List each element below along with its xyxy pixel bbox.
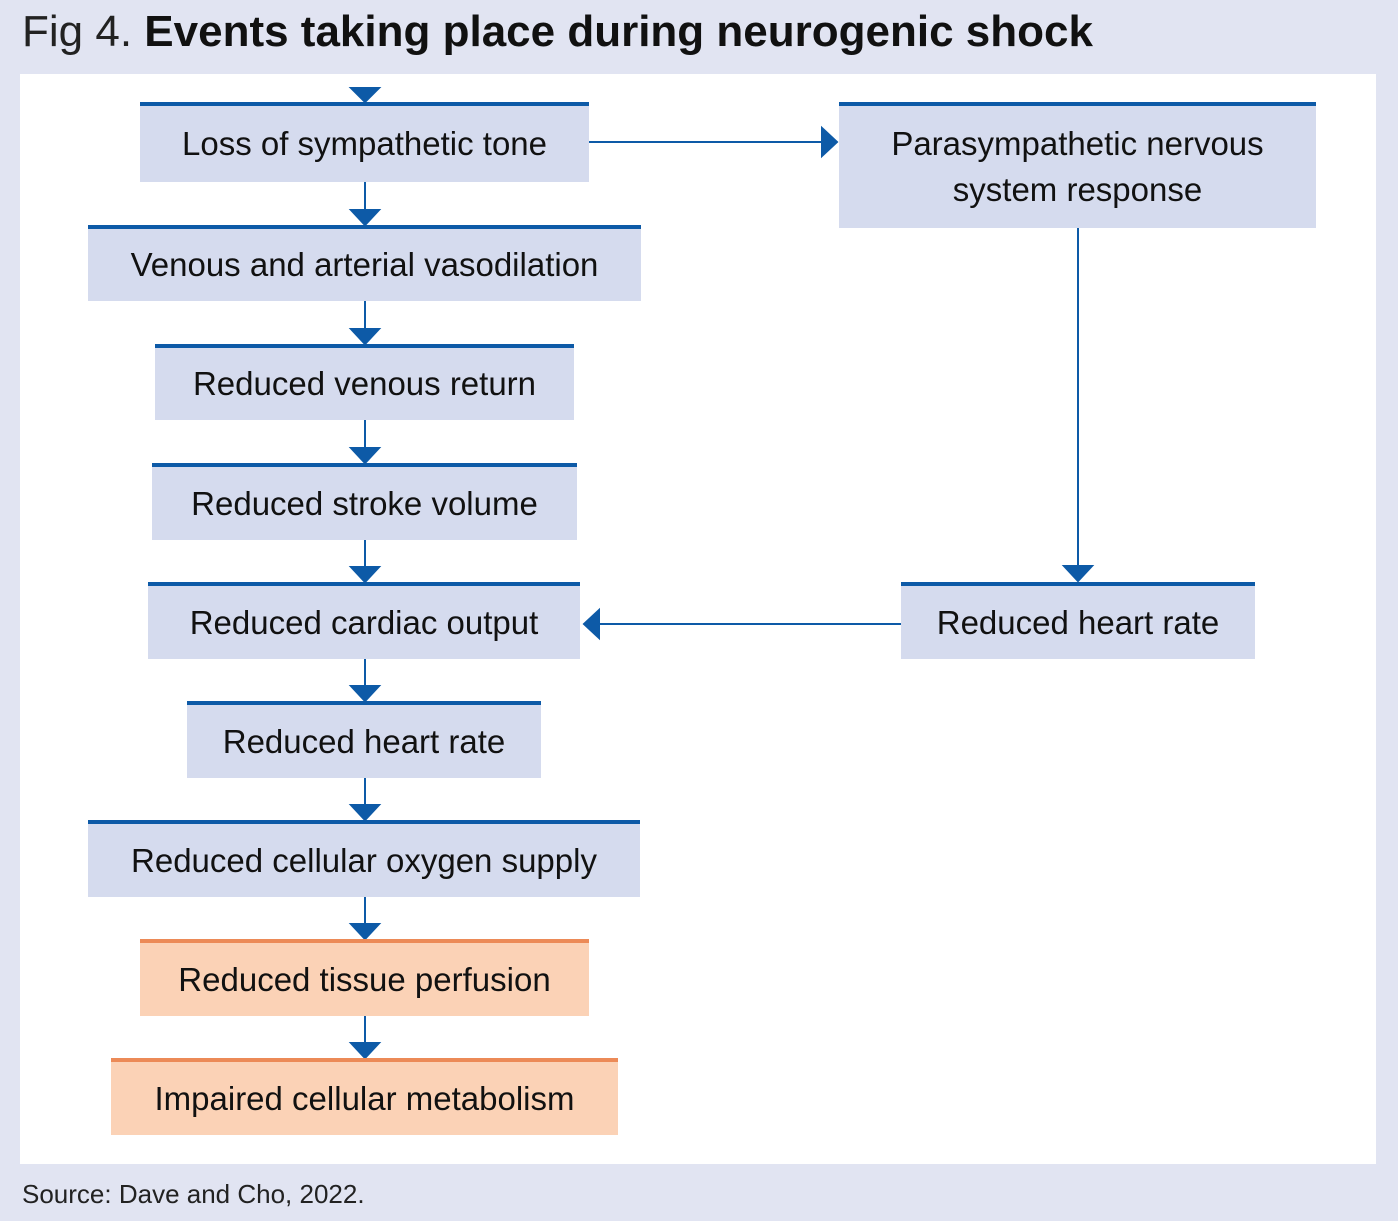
node-label: Reduced cardiac output xyxy=(189,603,539,641)
arrow-1-head xyxy=(348,209,382,227)
node-label: Reduced heart rate xyxy=(222,722,506,760)
arrow-9-head xyxy=(821,125,839,159)
figure-label: Fig 4. xyxy=(22,7,133,56)
arrow-2-head xyxy=(348,328,382,346)
node-label-line-1: Parasympathetic nervous xyxy=(891,125,1264,162)
figure-title: Fig 4. Events taking place during neurog… xyxy=(22,6,1093,58)
node-loss-of-sympathetic-tone: Loss of sympathetic tone xyxy=(140,102,589,182)
node-label: Venous and arterial vasodilation xyxy=(130,246,599,283)
node-label: Reduced tissue perfusion xyxy=(178,960,551,998)
arrow-4-head xyxy=(348,566,382,584)
node-reduced-stroke-volume: Reduced stroke volume xyxy=(152,463,577,540)
node-parasympathetic-response: Parasympathetic nervous system response xyxy=(839,102,1316,228)
arrow-entry-head xyxy=(348,87,382,104)
node-reduced-venous-return: Reduced venous return xyxy=(155,344,574,420)
node-vasodilation: Venous and arterial vasodilation xyxy=(88,225,641,301)
node-impaired-metabolism: Impaired cellular metabolism xyxy=(111,1058,618,1135)
node-label: Impaired cellular metabolism xyxy=(154,1079,575,1117)
figure-title-text: Events taking place during neurogenic sh… xyxy=(144,7,1093,56)
node-label: Reduced stroke volume xyxy=(191,484,538,522)
node-label: Loss of sympathetic tone xyxy=(181,125,548,162)
node-label: Reduced heart rate xyxy=(936,603,1220,641)
arrow-8-head xyxy=(348,1042,382,1060)
arrow-6-head xyxy=(348,804,382,822)
arrow-11-head xyxy=(582,607,600,641)
arrow-5-head xyxy=(348,685,382,703)
node-reduced-cardiac-output: Reduced cardiac output xyxy=(148,582,580,659)
node-label: Reduced venous return xyxy=(192,365,537,402)
arrow-10-head xyxy=(1061,565,1095,583)
node-reduced-oxygen-supply: Reduced cellular oxygen supply xyxy=(88,820,640,897)
source-citation: Source: Dave and Cho, 2022. xyxy=(22,1179,365,1209)
node-label-line-2: system response xyxy=(952,171,1203,208)
node-reduced-heart-rate-right: Reduced heart rate xyxy=(901,582,1255,659)
arrow-3-head xyxy=(348,447,382,465)
node-reduced-tissue-perfusion: Reduced tissue perfusion xyxy=(140,939,589,1016)
arrow-7-head xyxy=(348,923,382,941)
node-label: Reduced cellular oxygen supply xyxy=(131,841,597,879)
node-reduced-heart-rate-left: Reduced heart rate xyxy=(187,701,541,778)
